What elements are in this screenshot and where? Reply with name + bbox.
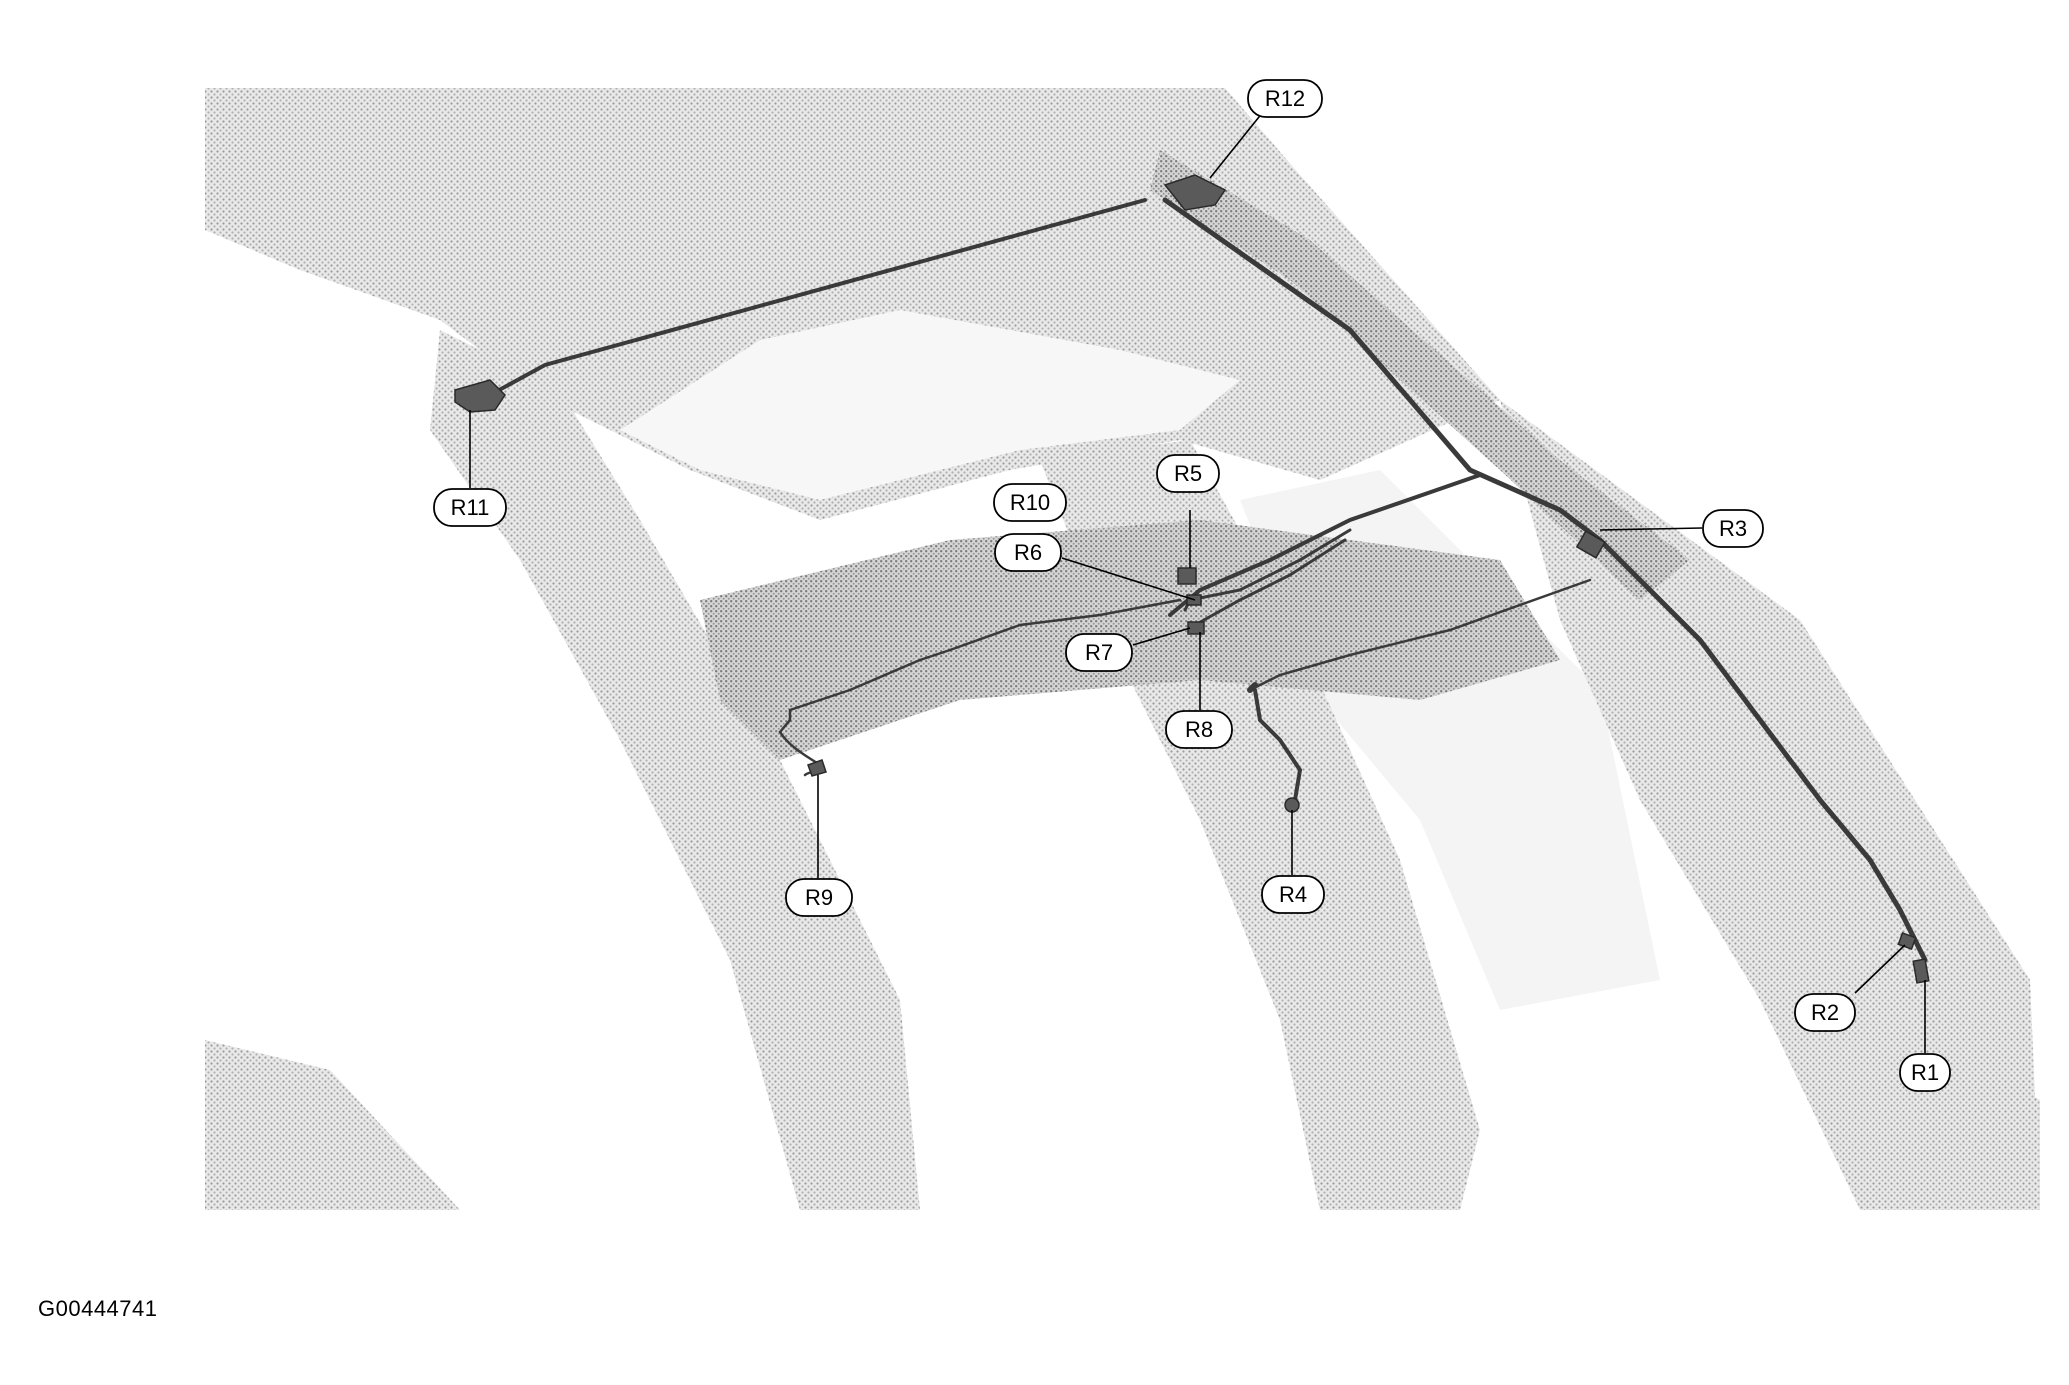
callout-r6: R6: [994, 533, 1062, 572]
callout-r3: R3: [1702, 509, 1764, 548]
lower-body-right: [1930, 1040, 2040, 1210]
harness-branch-lamps-2: [1193, 538, 1347, 627]
connector-r7: [1187, 621, 1205, 635]
connector-r2: [1897, 932, 1917, 950]
header-panel: [700, 520, 1560, 760]
svg-text:R9: R9: [805, 885, 833, 910]
left-quarter: [205, 1040, 460, 1210]
svg-text:R6: R6: [1014, 540, 1042, 565]
svg-text:R4: R4: [1279, 882, 1307, 907]
callout-r7: R7: [1065, 633, 1133, 672]
svg-text:R12: R12: [1265, 86, 1305, 111]
a-pillar-left: [430, 330, 920, 1210]
wiring-harness: [488, 197, 1928, 963]
connectors: [454, 174, 1930, 984]
callouts: R1 R2 R3 R4 R5 R6 R7 R8 R9 R10 R11 R12: [433, 79, 1951, 1092]
svg-text:R10: R10: [1010, 490, 1050, 515]
callout-r5: R5: [1156, 454, 1220, 493]
harness-right-rail: [1162, 197, 1928, 963]
svg-text:R11: R11: [451, 495, 490, 520]
connector-r9: [807, 759, 827, 777]
svg-text:R7: R7: [1085, 640, 1113, 665]
windshield-opening: [620, 310, 1240, 500]
harness-branch-b-pillar: [1248, 578, 1592, 692]
connector-r1: [1912, 958, 1930, 984]
leader-lines: [469, 111, 1926, 1053]
figure-id: G00444741: [38, 1296, 158, 1321]
connector-r5: [1177, 567, 1197, 585]
svg-text:R3: R3: [1719, 516, 1747, 541]
connector-r4: [1284, 797, 1300, 813]
harness-branch-r4: [1253, 688, 1303, 802]
svg-text:R5: R5: [1174, 461, 1202, 486]
svg-text:R8: R8: [1185, 717, 1213, 742]
svg-text:R1: R1: [1911, 1060, 1939, 1085]
rear-quarter-right: [1500, 400, 2040, 1210]
callout-r2: R2: [1794, 993, 1856, 1032]
connector-r11: [454, 379, 506, 413]
harness-branch-r4-top: [1247, 682, 1258, 693]
roof-rail-shade: [1150, 150, 1690, 600]
callout-r12: R12: [1247, 79, 1323, 118]
connector-r3: [1575, 530, 1606, 559]
harness-front-cross: [488, 198, 1147, 397]
callout-r8: R8: [1165, 710, 1233, 749]
callout-r11: R11: [433, 488, 507, 527]
svg-text:R2: R2: [1811, 1000, 1839, 1025]
connector-r12: [1163, 174, 1227, 211]
harness-branch-visor: [778, 598, 1182, 734]
callout-r4: R4: [1261, 875, 1325, 914]
callout-r9: R9: [785, 878, 853, 917]
callout-r1: R1: [1899, 1053, 1951, 1092]
callout-r10: R10: [993, 483, 1067, 522]
